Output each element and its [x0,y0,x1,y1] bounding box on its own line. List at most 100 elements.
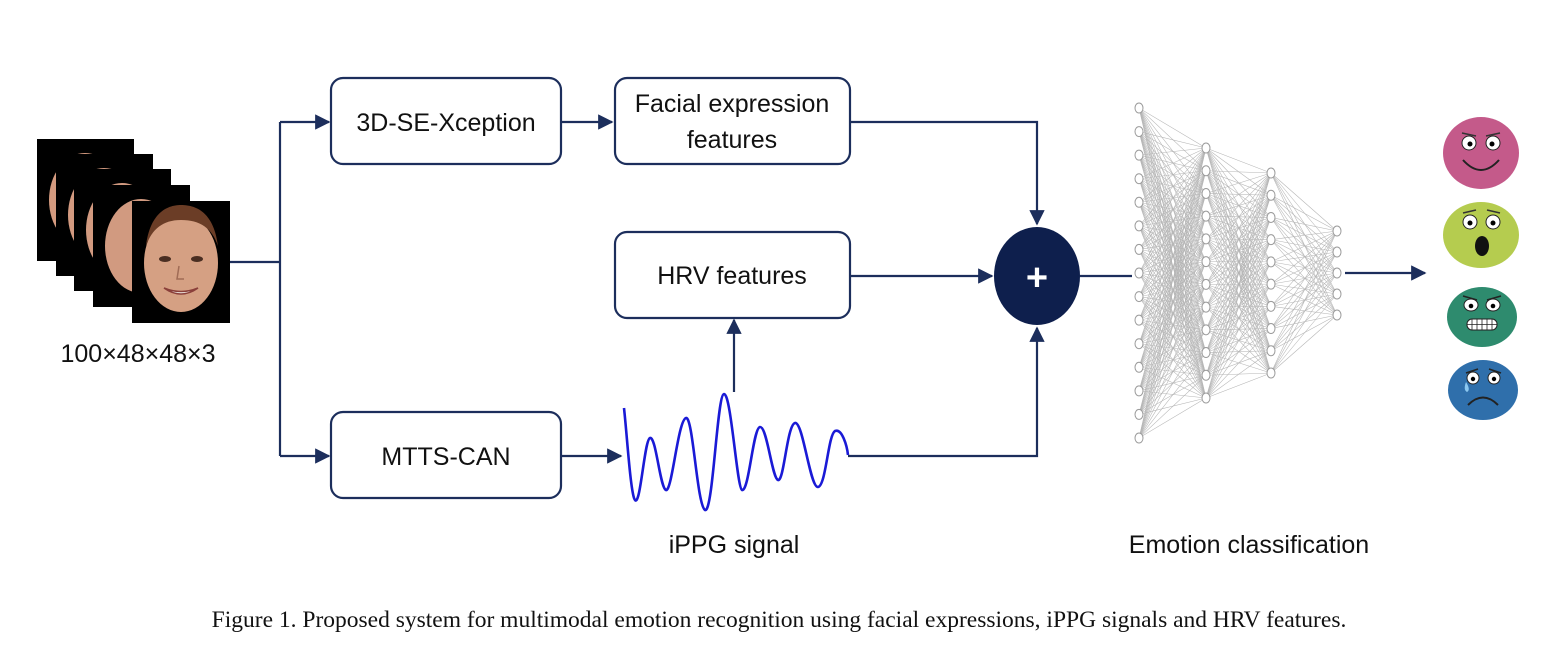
network-connection [1270,239,1338,295]
network-neuron-layer-1 [1134,314,1144,326]
network-connection [1270,314,1338,374]
network-connection [1138,343,1207,399]
network-connection [1138,107,1207,171]
network-connection [1270,172,1338,253]
network-neuron-layer-2 [1201,369,1211,381]
network-connection [1138,107,1207,217]
network-neuron-layer-3 [1266,211,1276,223]
network-connection [1138,131,1207,217]
network-connection [1138,131,1207,240]
network-connection [1138,272,1207,353]
network-connection [1270,217,1338,274]
network-connection [1138,131,1207,149]
network-connection [1270,230,1338,263]
network-connection [1138,272,1207,331]
network-connection [1138,319,1207,353]
network-connection [1270,195,1338,274]
network-connection [1138,319,1207,399]
network-connection [1138,261,1207,439]
network-connection [1270,314,1338,329]
network-neuron-layer-2 [1201,210,1211,222]
network-connection [1270,251,1338,307]
network-neuron-layer-1 [1134,408,1144,420]
network-connection [1205,172,1272,376]
network-neuron-layer-2 [1201,347,1211,359]
network-connection [1205,172,1272,194]
network-connection [1138,272,1207,285]
network-connection [1138,367,1207,399]
network-connection [1138,343,1207,353]
classifier-network [1134,102,1342,444]
network-connection [1138,147,1207,439]
network-neuron-layer-3 [1266,345,1276,357]
network-neuron-layer-1 [1134,432,1144,444]
network-neuron-layer-1 [1134,338,1144,350]
network-connection [1138,131,1207,171]
ippg-signal-label: iPPG signal [669,531,800,559]
network-connection [1138,397,1207,439]
emotion-classification-label: Emotion classification [1129,531,1369,559]
network-connection [1138,225,1207,330]
network-connection [1138,193,1207,439]
network-connection [1270,195,1338,295]
network-connection [1138,272,1207,376]
network-neuron-layer-3 [1266,278,1276,290]
network-connection [1138,107,1207,149]
fearful-face-icon [1447,287,1517,347]
facial-features-label-line2: features [687,126,777,154]
network-connection [1138,225,1207,240]
network-connection [1138,147,1207,391]
network-neuron-layer-1 [1134,385,1144,397]
network-connection [1270,272,1338,285]
network-neuron-layer-2 [1201,142,1211,154]
network-connection [1138,329,1207,344]
face-frame-stack [37,139,230,323]
network-connection [1138,178,1207,262]
network-connection [1138,249,1207,308]
network-connection [1270,251,1338,263]
network-connection [1270,172,1338,274]
network-connection [1270,217,1338,253]
network-connection [1138,249,1207,353]
network-connection [1205,261,1272,399]
network-neuron-layer-2 [1201,301,1211,313]
network-connection [1205,350,1272,399]
sad-face-icon [1448,360,1518,420]
network-connection [1138,296,1207,376]
network-connection [1270,230,1338,285]
network-connection [1270,217,1338,232]
network-neuron-layer-4 [1332,246,1342,258]
network-connection [1138,284,1207,439]
network-connection [1138,147,1207,227]
network-connection [1205,172,1272,240]
network-neuron-layer-2 [1201,278,1211,290]
network-connection [1138,284,1207,297]
network-connection [1138,249,1207,262]
network-connection [1205,372,1272,399]
network-connection [1205,170,1272,174]
network-connection [1138,225,1207,262]
network-connection [1138,154,1207,240]
network-connection [1138,329,1207,439]
network-connection [1270,230,1338,374]
network-connection [1138,249,1207,285]
network-connection [1138,225,1207,308]
network-connection [1205,172,1272,399]
network-connection [1270,230,1338,240]
network-connection [1138,147,1207,203]
network-connection [1270,314,1338,352]
network-connection [1138,107,1207,194]
network-connection [1138,202,1207,308]
network-connection [1138,202,1207,217]
network-connection [1270,217,1338,295]
network-neuron-layer-4 [1332,309,1342,321]
network-connection [1270,272,1338,351]
network-connection [1205,172,1272,353]
network-connection [1138,216,1207,439]
network-neuron-layer-1 [1134,243,1144,255]
network-connection [1205,239,1272,399]
network-connection [1138,261,1207,274]
network-connection [1138,375,1207,392]
network-neuron-layer-1 [1134,149,1144,161]
